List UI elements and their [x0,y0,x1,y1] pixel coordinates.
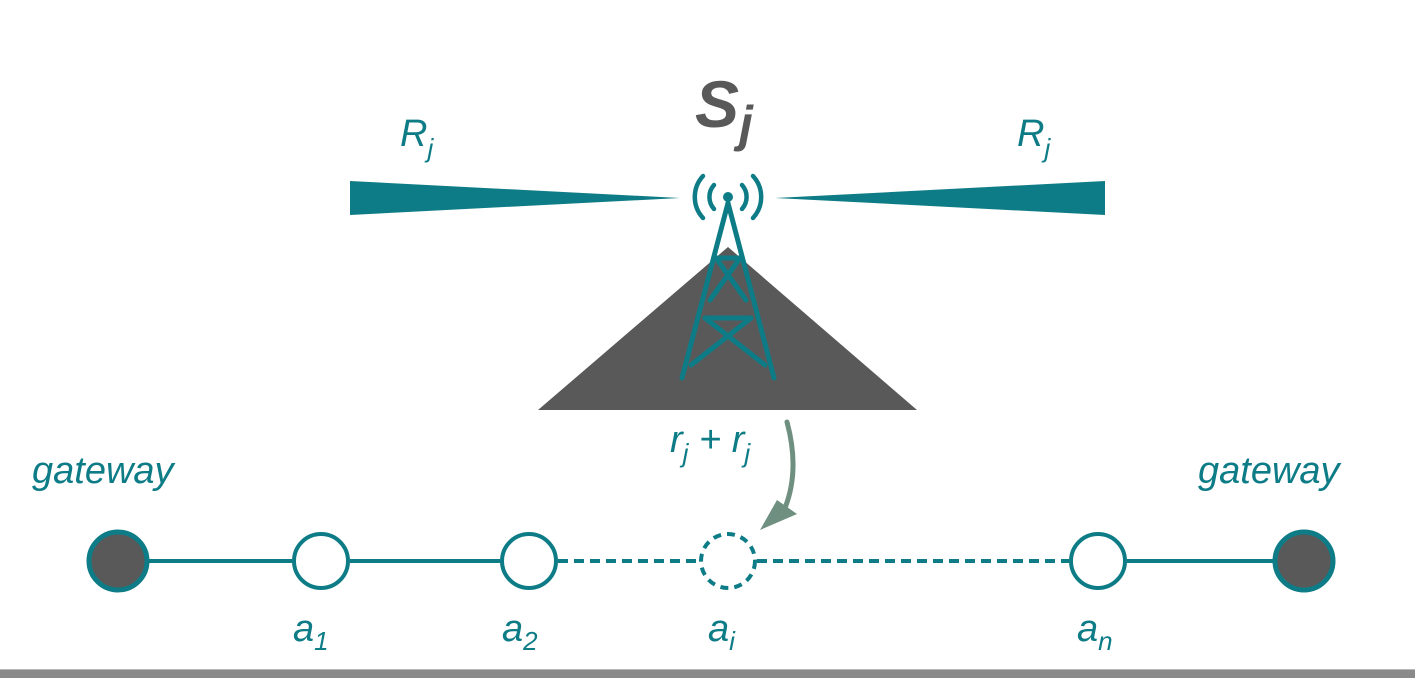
beam-left [350,181,680,215]
gateway-label-right: gateway [1198,450,1342,492]
projection-arrowhead [760,500,797,530]
antenna-tower-icon [679,200,777,381]
node-label-a1: a1 [293,608,329,656]
node-a2 [500,532,558,590]
node-ai [699,532,757,590]
gateway-node-right [1272,529,1336,593]
gateway-label-left: gateway [32,450,176,492]
node-label-a2: a2 [502,608,538,656]
radio-waves-icon [692,173,764,221]
bottom-border [0,669,1415,678]
node-label-ai: ai [708,608,736,656]
range-label-left: Rj [400,113,434,163]
beam-right [775,181,1105,215]
gateway-node-left [86,529,150,593]
projection-arrow [782,419,796,511]
coverage-triangle [538,247,917,410]
node-an [1069,532,1127,590]
sensor-title: Sj [695,67,754,152]
footprint-label: rj + rj [670,419,751,468]
node-a1 [292,532,350,590]
range-label-right: Rj [1017,113,1051,163]
node-label-an: an [1077,608,1113,656]
